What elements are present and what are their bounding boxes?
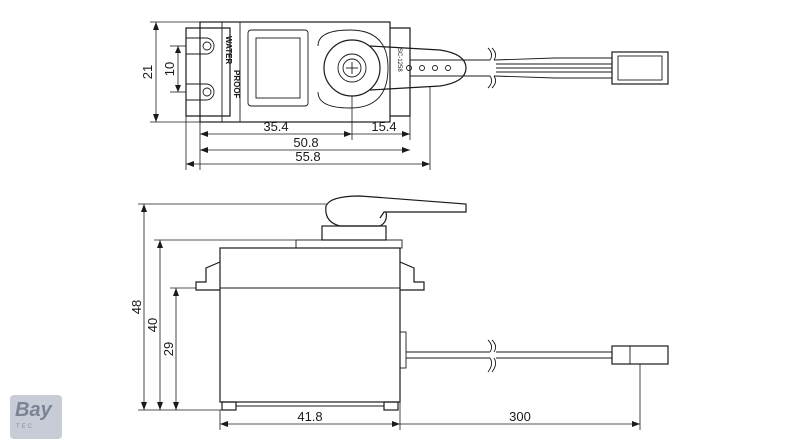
top-body [199,21,391,123]
label-window-outer [247,29,309,107]
waterproof-label-2: PROOF [232,70,241,99]
top-connector [611,51,669,85]
side-body [219,247,401,403]
model-number: SC-1258 [396,48,402,72]
side-dim-vertical: 48 40 29 [129,203,326,411]
logo-sub: TEC [16,424,34,430]
dim-48: 48 [129,300,144,314]
side-cable [406,339,669,373]
dim-50-8: 50.8 [293,135,318,150]
dim-55-8: 55.8 [295,149,320,164]
left-mounting-ear [195,261,221,291]
servo-arm: SC-1258 [369,45,467,91]
left-mounting-slots [186,37,215,101]
dim-height-21: 21 [140,65,155,79]
right-mounting-ear [399,261,425,291]
side-connector [611,345,669,365]
right-flange [390,27,411,117]
logo-brand: Bay [15,399,52,421]
dim-15-4: 15.4 [371,119,396,134]
side-view: 48 40 29 41.8 300 [129,195,669,430]
dim-300: 300 [509,409,531,424]
dim-spacing-10: 10 [162,62,177,76]
dim-41-8: 41.8 [297,409,322,424]
top-cable [410,47,669,89]
dim-29: 29 [161,342,176,356]
waterproof-label-1: WATER [224,36,233,65]
top-dim-vertical: 21 10 [140,21,200,123]
output-shaft [317,29,389,109]
top-view: WATER PROOF SC-1258 [140,21,669,170]
side-horn-arm [325,195,467,219]
baytec-logo: Bay TEC [10,395,62,439]
top-dim-horizontal: 35.4 15.4 50.8 55.8 [185,86,431,170]
dim-35-4: 35.4 [263,119,288,134]
side-shaft-housing [321,225,387,241]
cable-gland [399,331,407,369]
mounting-flange [185,27,231,117]
label-window-inner [255,37,301,99]
dim-40: 40 [145,318,160,332]
side-dim-horizontal: 41.8 300 [219,364,641,430]
